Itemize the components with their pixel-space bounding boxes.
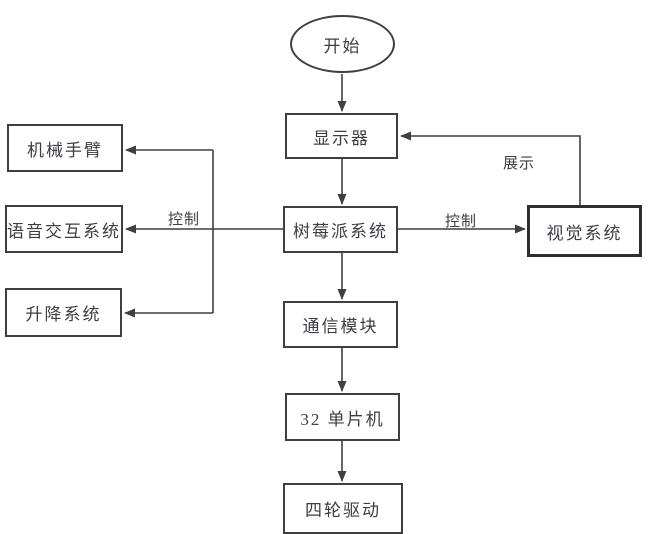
edge-label-show: 展示: [503, 156, 536, 172]
node-32-mcu-label: 32 单片机: [300, 409, 385, 429]
node-communication-module-label: 通信模块: [302, 317, 379, 336]
node-vision-system-label: 视觉系统: [546, 223, 623, 243]
node-mechanical-arm: 机械手臂: [7, 124, 123, 172]
node-voice-interaction-system-label: 语音交互系统: [7, 221, 121, 241]
edge-label-control-left: 控制: [168, 212, 201, 228]
edge-label-control-right: 控制: [445, 214, 478, 230]
node-raspberry-pi-system-label: 树莓派系统: [293, 222, 388, 241]
node-32-mcu: 32 单片机: [285, 393, 400, 441]
node-lifting-system-label: 升降系统: [25, 305, 102, 324]
node-voice-interaction-system: 语音交互系统: [5, 205, 123, 253]
node-four-wheel-drive-label: 四轮驱动: [305, 501, 381, 520]
node-four-wheel-drive: 四轮驱动: [283, 483, 403, 534]
node-start: 开始: [290, 15, 395, 73]
node-vision-system: 视觉系统: [527, 205, 642, 257]
node-communication-module: 通信模块: [283, 301, 398, 348]
node-mechanical-arm-label: 机械手臂: [27, 140, 103, 160]
node-display-unit-label: 显示器: [313, 128, 370, 148]
node-start-label: 开始: [323, 36, 362, 56]
node-lifting-system: 升降系统: [5, 288, 122, 337]
node-raspberry-pi-system: 树莓派系统: [283, 206, 398, 253]
node-display-unit: 显示器: [285, 113, 398, 159]
